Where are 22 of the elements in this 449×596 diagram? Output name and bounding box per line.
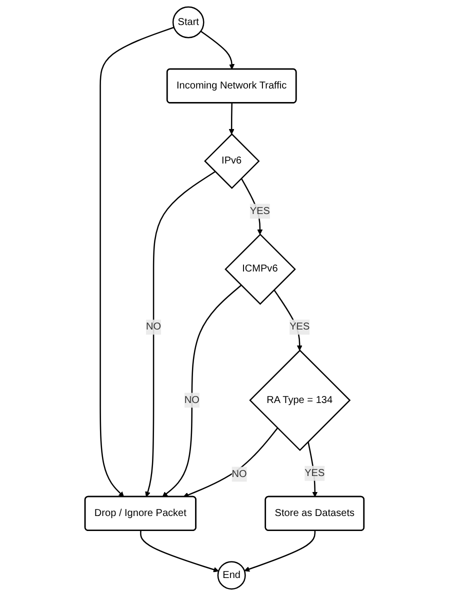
arrow [140, 530, 219, 572]
arrow [162, 284, 242, 498]
node-circle: End [217, 561, 246, 590]
edge-label: NO [146, 322, 162, 332]
arrow [145, 171, 216, 498]
node-diamond: ICMPv6 [224, 234, 296, 305]
arrow [100, 26, 174, 498]
arrow [183, 428, 278, 498]
arrow [244, 530, 316, 572]
edge-label: YES [290, 322, 310, 332]
edge-label: YES [250, 206, 270, 216]
arrow [240, 178, 263, 235]
arrow [200, 30, 235, 70]
arrow [274, 290, 302, 351]
edge-label: YES [304, 468, 325, 478]
node-circle: Start [172, 6, 204, 38]
edge-label: NO [232, 468, 247, 480]
arrow [228, 103, 234, 134]
node-diamond: IPv6 [204, 133, 260, 189]
arrow [308, 441, 318, 498]
node-diamond: RA Type = 134 [249, 349, 351, 452]
edge-label: NO [184, 394, 200, 406]
